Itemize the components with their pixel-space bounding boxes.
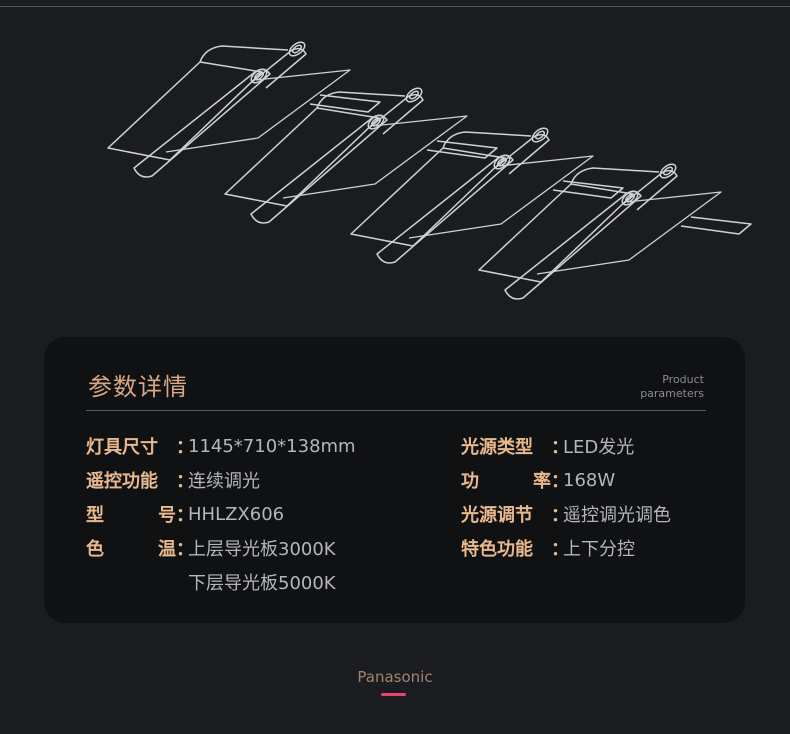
param-feature: 特色功能 ： 上下分控: [461, 535, 635, 561]
param-label: 灯具尺寸: [86, 437, 158, 458]
param-colon: ：: [176, 471, 194, 492]
param-colon: ：: [551, 471, 569, 492]
param-colon: ：: [551, 505, 569, 526]
param-color-temp-2: 下层导光板5000K: [188, 569, 336, 595]
param-label-char: 率: [533, 471, 551, 492]
parameters-card: 参数详情 Product parameters 灯具尺寸 ： 1145*710*…: [44, 337, 745, 623]
param-power: 功 率 ： 168W: [461, 467, 615, 493]
card-subtitle-line2: parameters: [640, 387, 704, 400]
param-label: 色 温: [86, 535, 176, 561]
card-divider: [86, 410, 706, 411]
top-divider: [0, 6, 790, 7]
param-colon: ：: [176, 505, 194, 526]
card-subtitle-line1: Product: [662, 373, 704, 386]
param-model: 型 号 ： HHLZX606: [86, 501, 284, 527]
param-value: 连续调光: [188, 471, 260, 492]
ceiling-lamp-illustration: [107, 41, 752, 300]
param-remote: 遥控功能 ： 连续调光: [86, 467, 260, 493]
param-label-char: 功: [461, 471, 479, 492]
param-label-char: 号: [158, 505, 176, 526]
param-colon: ：: [551, 539, 569, 560]
param-color-temp: 色 温 ： 上层导光板3000K: [86, 535, 336, 561]
brand-underline: [381, 693, 406, 696]
param-label: 光源类型: [461, 437, 533, 458]
card-title: 参数详情: [88, 373, 188, 401]
param-value: 168W: [563, 469, 616, 491]
card-subtitle: Product parameters: [640, 373, 704, 401]
param-label-char: 色: [86, 539, 104, 560]
param-value: 下层导光板5000K: [188, 573, 336, 594]
param-value: 遥控调光调色: [563, 505, 671, 526]
lamp-module: [107, 41, 381, 178]
param-colon: ：: [176, 437, 194, 458]
param-label: 功 率: [461, 467, 551, 493]
param-value: 上层导光板3000K: [188, 539, 336, 560]
param-value: 1145*710*138mm: [188, 435, 356, 457]
param-adjust: 光源调节 ： 遥控调光调色: [461, 501, 671, 527]
param-light-source: 光源类型 ： LED发光: [461, 433, 634, 459]
brand-name: Panasonic: [357, 668, 433, 686]
param-label: 型 号: [86, 501, 176, 527]
param-label: 特色功能: [461, 539, 533, 560]
param-size: 灯具尺寸 ： 1145*710*138mm: [86, 433, 356, 459]
param-label: 光源调节: [461, 505, 533, 526]
param-colon: ：: [176, 539, 194, 560]
param-value: 上下分控: [563, 539, 635, 560]
param-label: 遥控功能: [86, 471, 158, 492]
param-label-char: 型: [86, 505, 104, 526]
param-value: HHLZX606: [188, 503, 285, 525]
param-value: LED发光: [563, 437, 635, 458]
param-colon: ：: [551, 437, 569, 458]
param-label-char: 温: [158, 539, 176, 560]
